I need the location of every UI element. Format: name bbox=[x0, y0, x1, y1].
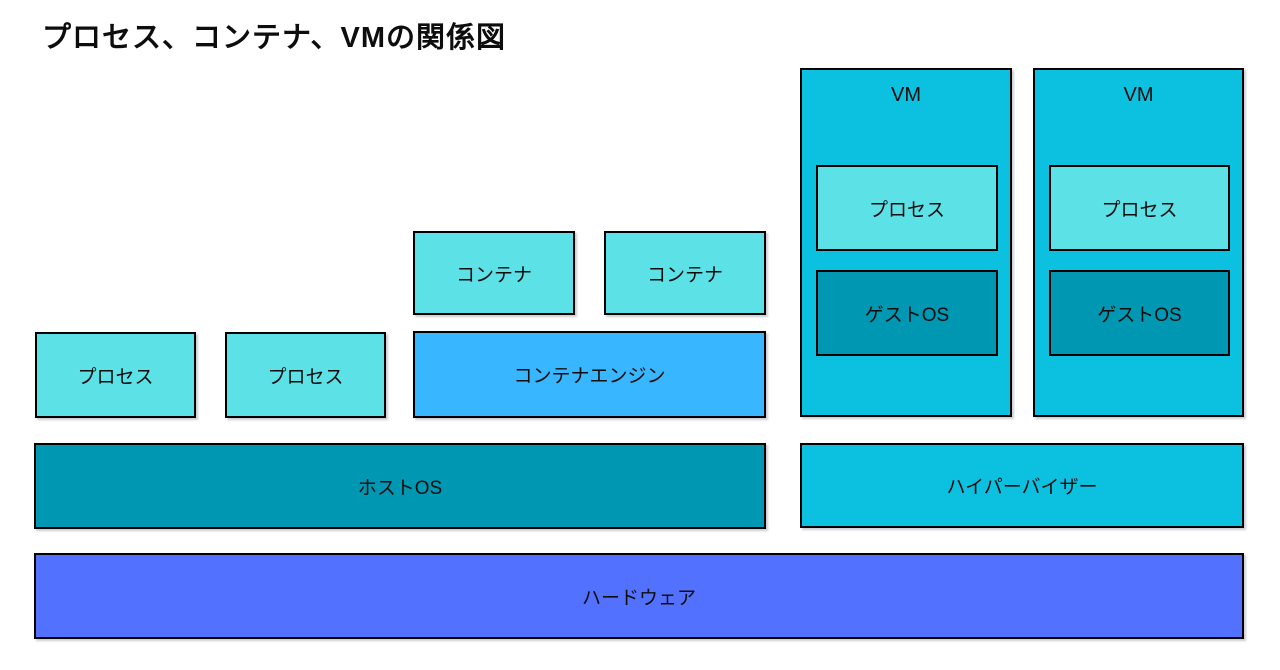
hardware-box: ハードウェア bbox=[34, 553, 1244, 639]
process-box-1: プロセス bbox=[35, 332, 196, 418]
process-box-2: プロセス bbox=[225, 332, 386, 418]
guest-os-box: ゲストOS bbox=[816, 270, 998, 356]
hypervisor-box: ハイパーバイザー bbox=[800, 443, 1244, 528]
vm-process-box: プロセス bbox=[816, 165, 998, 251]
vm-label: VM bbox=[891, 84, 921, 106]
vm-box-2: VM プロセス ゲストOS bbox=[1033, 68, 1244, 417]
vm-box-1: VM プロセス ゲストOS bbox=[800, 68, 1012, 417]
container-engine-box: コンテナエンジン bbox=[413, 331, 766, 418]
vm-process-box: プロセス bbox=[1049, 165, 1230, 251]
container-box-1: コンテナ bbox=[413, 231, 575, 315]
host-os-box: ホストOS bbox=[34, 443, 766, 529]
vm-label: VM bbox=[1123, 84, 1154, 106]
diagram-title: プロセス、コンテナ、VMの関係図 bbox=[42, 22, 507, 54]
guest-os-box: ゲストOS bbox=[1049, 270, 1230, 356]
container-box-2: コンテナ bbox=[604, 231, 766, 315]
